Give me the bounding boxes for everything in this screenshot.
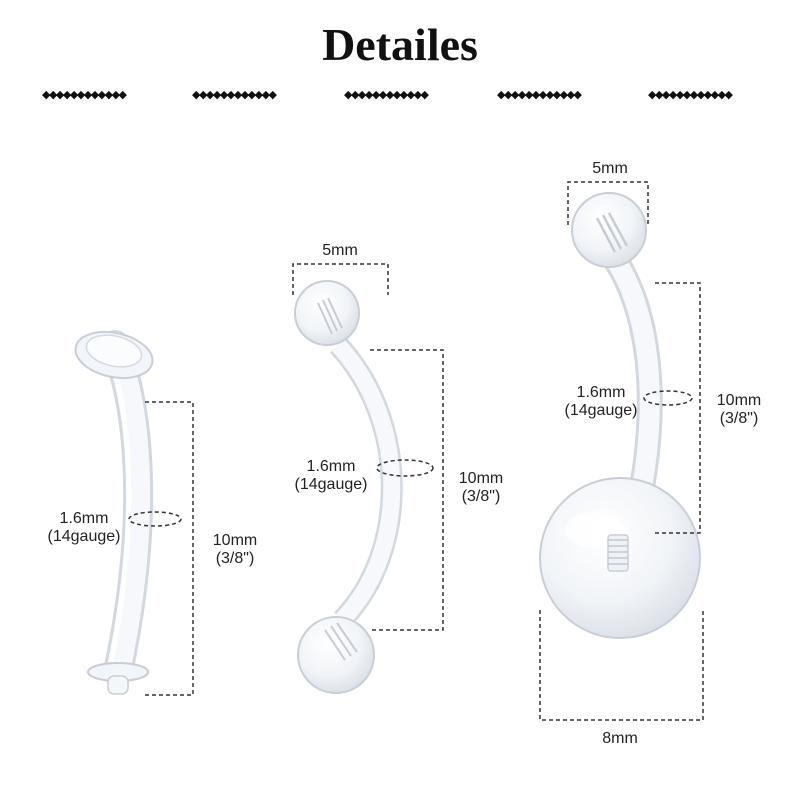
curved-barbell-flat-image bbox=[74, 330, 194, 696]
item3-length-mm-label: 10mm bbox=[716, 392, 762, 409]
item1-gauge-label: (14gauge) bbox=[47, 528, 121, 545]
divider-diamonds-3: ◆◆◆◆◆◆◆◆◆◆◆◆ bbox=[344, 88, 429, 101]
divider-diamonds-2: ◆◆◆◆◆◆◆◆◆◆◆◆ bbox=[192, 88, 277, 101]
item3-top-ball-size-label: 5mm bbox=[592, 160, 628, 177]
item2-length-mm-label: 10mm bbox=[458, 470, 504, 487]
item3-gauge-label: (14gauge) bbox=[564, 402, 638, 419]
item1-length-mm-label: 10mm bbox=[212, 532, 258, 549]
divider-diamonds-5: ◆◆◆◆◆◆◆◆◆◆◆◆ bbox=[648, 88, 733, 101]
page-title: Detailes bbox=[322, 19, 478, 70]
item1-length-in-label: (3/8") bbox=[215, 550, 255, 567]
item1-gauge-mm-label: 1.6mm bbox=[59, 510, 109, 527]
item3-length-in-label: (3/8") bbox=[719, 410, 759, 427]
curved-barbell-balls-image bbox=[292, 263, 444, 694]
item2-length-in-label: (3/8") bbox=[461, 488, 501, 505]
item3-gauge-mm-label: 1.6mm bbox=[576, 384, 626, 401]
item3-bottom-ball-size-label: 8mm bbox=[602, 730, 638, 747]
item2-gauge-mm-label: 1.6mm bbox=[306, 458, 356, 475]
belly-ring-image bbox=[539, 181, 704, 721]
divider-diamonds-4: ◆◆◆◆◆◆◆◆◆◆◆◆ bbox=[497, 88, 582, 101]
item2-gauge-label: (14gauge) bbox=[294, 476, 368, 493]
item2-ball-size-label: 5mm bbox=[322, 242, 358, 259]
divider-diamonds-1: ◆◆◆◆◆◆◆◆◆◆◆◆ bbox=[42, 88, 127, 101]
